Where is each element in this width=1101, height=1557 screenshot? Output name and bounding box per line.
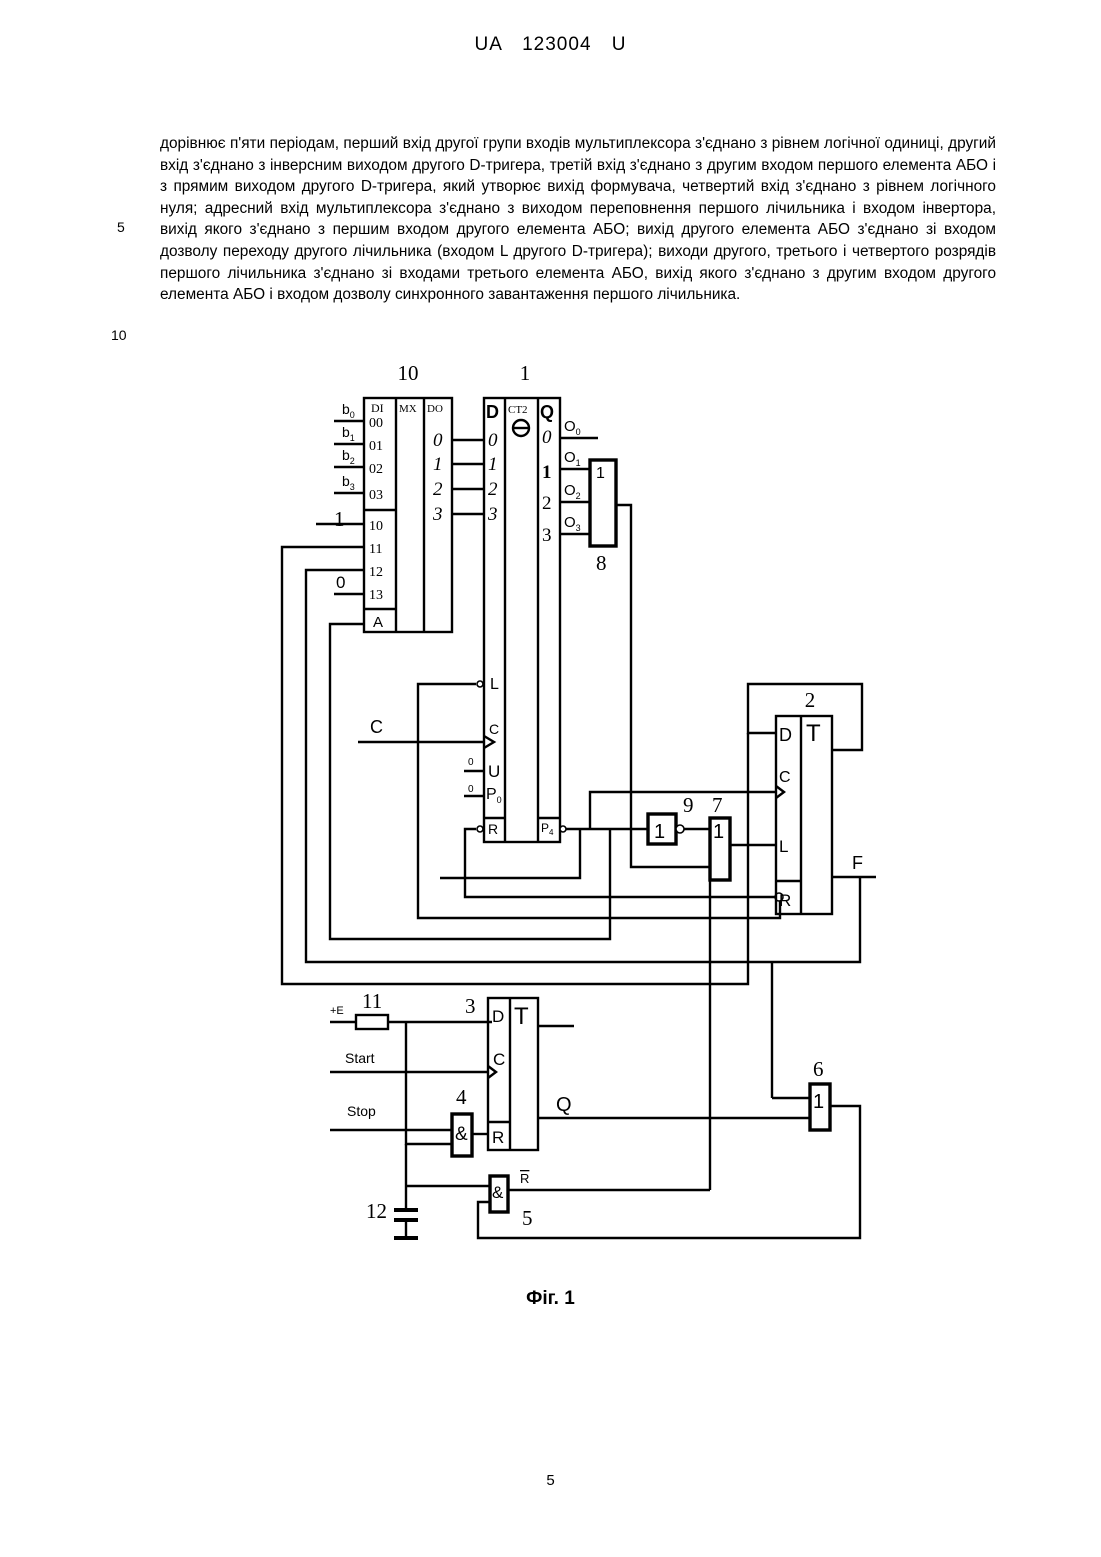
counter-p0-label: P0	[486, 786, 502, 805]
o3-label: O3	[564, 514, 581, 533]
trigger2-d-label: D	[779, 725, 792, 745]
counter-ct2-label: CT2	[508, 404, 528, 416]
mux-in-00: 00	[369, 416, 383, 431]
mux-do-label: DO	[427, 403, 443, 415]
p-const-zero: 0	[468, 784, 474, 795]
mux-addr-label: A	[373, 614, 383, 631]
mux-in-01: 01	[369, 439, 383, 454]
supply-label: +E	[330, 1005, 344, 1017]
counter-q3: 3	[542, 525, 552, 546]
start-label: Start	[345, 1050, 375, 1066]
trigger2-number: 2	[805, 688, 816, 712]
mux-number: 10	[398, 361, 419, 385]
or-gate-6: 1 6	[810, 1057, 830, 1130]
or-gate-8: 1 8	[590, 460, 616, 575]
mux-in-12: 12	[369, 565, 383, 580]
l-inversion-bubble	[477, 681, 483, 687]
o1-label: O1	[564, 449, 581, 468]
resistor-number: 11	[362, 989, 382, 1013]
mux-b-inputs: b0 b1 b2 b3 1 0	[316, 401, 364, 594]
and-gate-5: & R 5	[490, 1171, 533, 1230]
trigger3-number: 3	[465, 994, 476, 1018]
mux-in-03: 03	[369, 488, 383, 503]
counter-q1: 1	[542, 462, 552, 483]
and5-symbol: &	[492, 1183, 504, 1202]
counter-c-label: C	[489, 721, 499, 737]
counter-d3: 3	[487, 504, 498, 525]
o2-label: O2	[564, 482, 581, 501]
mux-in-02: 02	[369, 462, 383, 477]
counter-q-header: Q	[540, 402, 554, 422]
trigger3-c-label: C	[493, 1050, 505, 1069]
mux-di-label: DI	[371, 401, 384, 415]
counter-1: 1 D CT2 Q 0 1 2 3 0 1 2 3 L C U P0 R P4	[477, 361, 566, 842]
counter-r-label: R	[488, 821, 498, 837]
mux-out-0: 0	[433, 430, 443, 451]
counter-number: 1	[520, 361, 531, 385]
or7-number: 7	[712, 793, 723, 817]
or-gate-7: 1 7	[710, 793, 730, 880]
counter-q0: 0	[542, 427, 552, 448]
const-one-label: 1	[334, 507, 345, 531]
page-number: 5	[0, 1472, 1101, 1489]
o0-label: O0	[564, 418, 581, 437]
p4-inversion-bubble	[560, 826, 566, 832]
count-direction-icon	[513, 420, 529, 436]
rbar-label: R	[520, 1171, 529, 1186]
u-const-zero: 0	[468, 757, 474, 768]
counter-d-header: D	[486, 402, 499, 422]
or6-number: 6	[813, 1057, 824, 1081]
counter-d0: 0	[488, 430, 498, 451]
counter-u-label: U	[488, 762, 500, 781]
const-zero-label: 0	[336, 573, 345, 592]
trigger2-r-label: R	[779, 891, 791, 910]
inverter-9: 1 9	[648, 793, 694, 844]
trigger3-r-label: R	[492, 1128, 504, 1147]
trigger2-t-label: T	[806, 720, 821, 747]
or6-symbol: 1	[813, 1091, 824, 1113]
trigger3-d-label: D	[492, 1007, 504, 1026]
and4-number: 4	[456, 1085, 467, 1109]
r-inversion-bubble	[477, 826, 483, 832]
mux-out-1: 1	[433, 454, 443, 475]
and4-symbol: &	[455, 1124, 468, 1145]
multiplexer-10: 10 DI MX DO 00 01 02 03 10 11 12 13 A 0 …	[364, 361, 452, 632]
mux-out-3: 3	[432, 504, 443, 525]
b1-label: b1	[342, 424, 355, 443]
mux-mx-label: MX	[399, 403, 417, 415]
capacitor-number: 12	[366, 1199, 387, 1223]
trigger2-l-label: L	[779, 837, 788, 856]
mux-in-13: 13	[369, 588, 383, 603]
counter-p4-label: P4	[541, 821, 554, 837]
inv9-number: 9	[683, 793, 694, 817]
figure-caption: Фіг. 1	[0, 1288, 1101, 1310]
counter-q2: 2	[542, 493, 552, 514]
q-label: Q	[556, 1094, 572, 1116]
inv9-symbol: 1	[654, 821, 665, 843]
b3-label: b3	[342, 473, 355, 492]
or8-number: 8	[596, 551, 607, 575]
trigger3-t-label: T	[514, 1003, 529, 1030]
and-gate-4: & 4	[452, 1085, 472, 1156]
stop-label: Stop	[347, 1103, 376, 1119]
counter-d1: 1	[488, 454, 498, 475]
clock-label: C	[370, 717, 383, 737]
mux-out-2: 2	[433, 479, 443, 500]
and5-number: 5	[522, 1206, 533, 1230]
d-trigger-2: 2 D T C L R	[776, 688, 832, 914]
output-f-label: F	[852, 853, 863, 873]
mux-in-10: 10	[369, 519, 383, 534]
capacitor-12: 12	[366, 1144, 418, 1238]
counter-d2: 2	[488, 479, 498, 500]
b0-label: b0	[342, 401, 355, 420]
b2-label: b2	[342, 447, 355, 466]
or8-symbol: 1	[596, 465, 605, 482]
or7-symbol: 1	[713, 821, 724, 843]
mux-in-11: 11	[369, 542, 382, 557]
counter-l-label: L	[490, 676, 499, 693]
trigger2-c-label: C	[779, 769, 791, 786]
